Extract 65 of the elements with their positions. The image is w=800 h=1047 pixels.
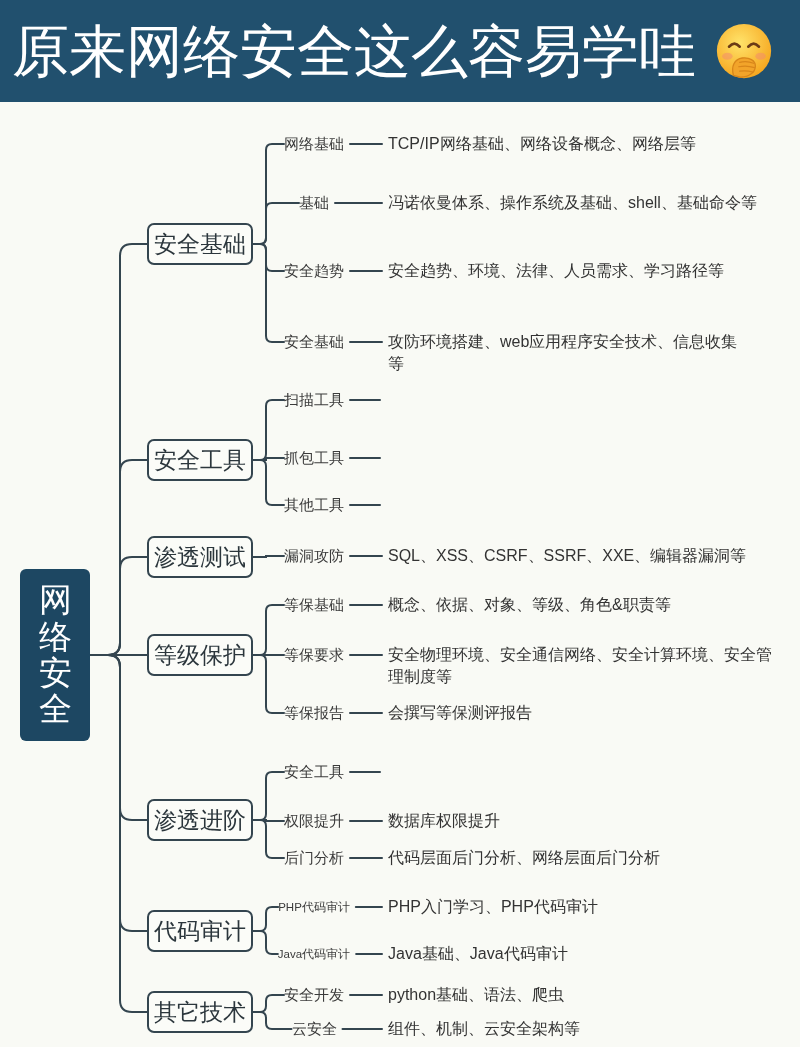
dash-connector [349,457,381,459]
detail-text: PHP入门学习、PHP代码审计 [388,896,788,918]
dash-connector [349,994,383,996]
subtopic-label: 安全趋势 [284,261,344,281]
detail-text: 安全物理环境、安全通信网络、安全计算环境、安全管理制度等 [388,644,780,688]
branch-line [252,243,285,343]
topic-box: 其它技术 [147,991,253,1033]
detail-text: 概念、依据、对象、等级、角色&职责等 [388,594,788,616]
branch-line [252,555,285,558]
topic-box: 安全工具 [147,439,253,481]
detail-text: 数据库权限提升 [388,810,788,832]
dash-connector [349,820,383,822]
dash-connector [349,555,383,557]
detail-text: 代码层面后门分析、网络层面后门分析 [388,847,788,869]
dash-connector [349,771,381,773]
branch-line [252,1011,293,1030]
subtopic-label: 云安全 [291,1019,337,1039]
dash-connector [349,604,383,606]
topic-box: 代码审计 [147,910,253,952]
detail-text: SQL、XSS、CSRF、SSRF、XXE、编辑器漏洞等 [388,545,788,567]
dash-connector [349,341,383,343]
dash-connector [334,202,383,204]
subtopic-label: 等保要求 [284,645,344,665]
dash-connector [349,270,383,272]
detail-text: 冯诺依曼体系、操作系统及基础、shell、基础命令等 [388,192,788,214]
dash-connector [349,143,383,145]
subtopic-label: 抓包工具 [284,448,344,468]
subtopic-label: Java代码审计 [277,944,351,964]
branch-line [252,459,285,506]
subtopic-label: 其他工具 [284,495,344,515]
root-topic-box: 网络安全 [20,569,90,741]
dash-connector [354,906,383,908]
detail-text: python基础、语法、爬虫 [388,984,788,1006]
subtopic-label: 等保基础 [284,595,344,615]
subtopic-label: 安全开发 [284,985,344,1005]
dash-connector [341,1028,383,1030]
dash-connector [349,712,383,714]
topic-box: 安全基础 [147,223,253,265]
detail-text: 会撰写等保测评报告 [388,702,788,724]
subtopic-label: 安全工具 [284,762,344,782]
subtopic-label: 权限提升 [284,811,344,831]
title: 原来网络安全这么容易学哇 [12,22,696,80]
subtopic-label: PHP代码审计 [278,897,350,917]
detail-text: 组件、机制、云安全架构等 [388,1018,788,1040]
detail-text: TCP/IP网络基础、网络设备概念、网络层等 [388,133,788,155]
dash-connector [349,399,381,401]
subtopic-label: 基础 [299,193,329,213]
dash-connector [349,504,381,506]
detail-text: Java基础、Java代码审计 [388,943,788,965]
subtopic-label: 扫描工具 [284,390,344,410]
subtopic-label: 等保报告 [284,703,344,723]
topic-box: 等级保护 [147,634,253,676]
dash-connector [355,953,383,955]
topic-box: 渗透进阶 [147,799,253,841]
subtopic-label: 后门分析 [284,848,344,868]
dash-connector [349,857,383,859]
detail-text: 安全趋势、环境、法律、人员需求、学习路径等 [388,260,788,282]
dash-connector [349,654,383,656]
subtopic-label: 安全基础 [284,332,344,352]
detail-text: 攻防环境搭建、web应用程序安全技术、信息收集等 [388,331,748,375]
branch-line [252,654,285,714]
subtopic-label: 漏洞攻防 [284,546,344,566]
subtopic-label: 网络基础 [284,134,344,154]
branch-line [252,819,285,859]
topic-box: 渗透测试 [147,536,253,578]
